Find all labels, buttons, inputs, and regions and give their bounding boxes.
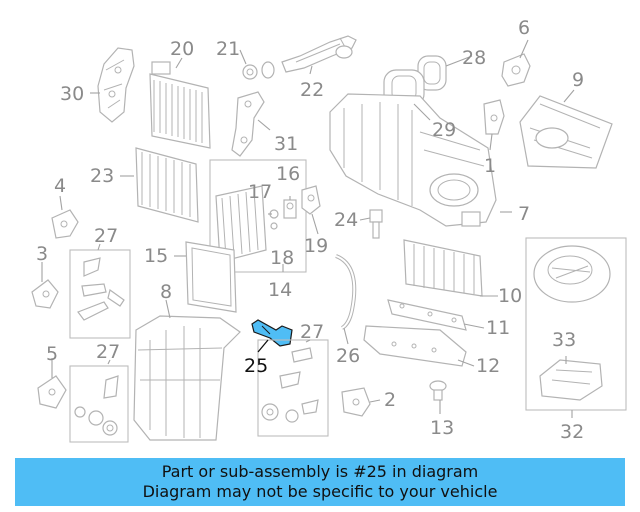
callout-22: 22 [300,79,324,101]
callout-31: 31 [274,133,298,155]
part-24-sensor [369,209,383,239]
callout-25: 25 [244,355,268,377]
group-box-32 [525,237,627,411]
part-14-evaporator-core [215,185,267,263]
part-31-bracket [231,91,265,157]
group-box-27-lower [69,365,129,443]
callout-29: 29 [432,119,456,141]
part-1-actuator [483,99,505,135]
part-21-grommet [242,61,275,80]
callout-19: 19 [304,235,328,257]
part-16-valve [283,199,297,219]
callout-12: 12 [476,355,500,377]
part-27-linkages-upper [77,257,125,321]
callout-15: 15 [144,245,168,267]
group-box-27-upper [69,249,131,339]
part-2-actuator [341,387,371,417]
callout-14: 14 [268,279,292,301]
part-33-resistor [539,359,603,401]
part-5-actuator [37,375,67,409]
callout-32: 32 [560,421,584,443]
part-23-evaporator [135,147,199,223]
callout-17: 17 [248,181,272,203]
part-4-actuator [51,209,79,239]
callout-13: 13 [430,417,454,439]
callout-5: 5 [46,343,58,365]
callout-27-mid: 27 [300,321,324,343]
caption-line-1: Part or sub-assembly is #25 in diagram [161,462,479,481]
callout-3: 3 [36,243,48,265]
part-27-linkages-lower [74,375,119,436]
callout-20: 20 [170,38,194,60]
callout-10: 10 [498,285,522,307]
part-7-hvac-housing [329,93,497,227]
part-27-linkages-mid [261,347,319,423]
callout-9: 9 [572,69,584,91]
part-22-pipes [281,35,357,73]
callout-23: 23 [90,165,114,187]
callout-7: 7 [518,203,530,225]
part-15-filter [185,241,237,313]
part-6-actuator [501,53,531,87]
caption-line-2: Diagram may not be specific to your vehi… [142,482,498,501]
callout-2: 2 [384,389,396,411]
callout-16: 16 [276,163,300,185]
callout-18: 18 [270,247,294,269]
callout-27-lower: 27 [96,341,120,363]
part-12-cover [363,325,467,367]
callout-6: 6 [518,17,530,39]
part-3-actuator [31,279,59,309]
callout-30: 30 [60,83,84,105]
callout-27-upper: 27 [94,225,118,247]
part-11-plate [387,299,467,331]
callout-11: 11 [486,317,510,339]
part-10-cabin-filter [403,239,483,297]
part-20-heater-core [149,61,211,149]
callout-21: 21 [216,38,240,60]
callout-1: 1 [484,155,496,177]
callout-28: 28 [462,47,486,69]
callout-33: 33 [552,329,576,351]
leader-lines [41,39,575,418]
part-32-blower-motor [533,245,611,303]
part-8-lower-housing [133,315,241,441]
caption-banner: Part or sub-assembly is #25 in diagram D… [15,458,625,506]
part-17-seal [269,209,279,230]
callout-24: 24 [334,209,358,231]
part-26-hose [335,254,357,330]
part-9-filter-housing [519,95,613,169]
parts-diagram: 30 20 21 22 31 28 29 6 9 1 23 16 17 4 7 … [31,17,627,443]
callout-4: 4 [54,175,66,197]
callouts: 30 20 21 22 31 28 29 6 9 1 23 16 17 4 7 … [36,17,584,443]
part-19-bracket [301,185,321,215]
group-box-14 [209,159,307,273]
group-box-27-mid [257,339,329,437]
part-13-grommet [429,380,447,401]
callout-8: 8 [160,281,172,303]
callout-26: 26 [336,345,360,367]
part-30-bracket [97,47,135,123]
